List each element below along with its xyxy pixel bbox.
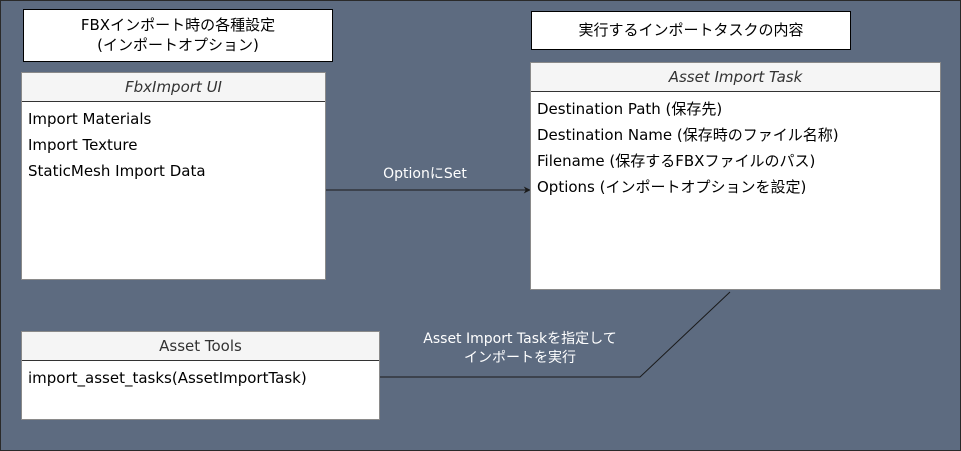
import-exec-label: Asset Import Taskを指定して インポートを実行: [390, 330, 650, 368]
asset-import-task-item: Options (インポートオプションを設定): [537, 178, 807, 196]
fbx-import-ui-items: Import Materials Import Texture StaticMe…: [22, 102, 325, 188]
asset-tools-item: import_asset_tasks(AssetImportTask): [28, 369, 307, 387]
fbx-import-ui-item: Import Materials: [28, 110, 152, 128]
asset-tools-items: import_asset_tasks(AssetImportTask): [22, 361, 379, 395]
asset-import-task-item: Destination Path (保存先): [537, 100, 723, 118]
fbx-settings-callout-line1: FBXインポート時の各種設定: [80, 16, 276, 34]
fbx-import-ui-item: StaticMesh Import Data: [28, 162, 206, 180]
fbx-import-ui-item: Import Texture: [28, 136, 138, 154]
task-content-callout-text: 実行するインポートタスクの内容: [578, 21, 804, 39]
asset-tools-box: Asset Tools import_asset_tasks(AssetImpo…: [21, 331, 380, 420]
import-exec-arrow: [349, 291, 731, 381]
task-content-callout: 実行するインポートタスクの内容: [531, 11, 851, 50]
fbx-settings-callout-line2: (インポートオプション): [97, 36, 259, 54]
asset-import-task-item: Filename (保存するFBXファイルのパス): [537, 152, 816, 170]
asset-import-task-box: Asset Import Task Destination Path (保存先)…: [530, 62, 941, 290]
fbx-import-ui-title: FbxImport UI: [22, 73, 325, 102]
asset-import-task-item: Destination Name (保存時のファイル名称): [537, 126, 839, 144]
asset-import-task-items: Destination Path (保存先) Destination Name …: [531, 92, 940, 204]
fbx-settings-callout: FBXインポート時の各種設定 (インポートオプション): [23, 9, 333, 62]
asset-import-task-title: Asset Import Task: [531, 63, 940, 92]
option-set-label: OptionにSet: [360, 165, 490, 184]
fbx-import-ui-box: FbxImport UI Import Materials Import Tex…: [21, 72, 326, 280]
asset-tools-title: Asset Tools: [22, 332, 379, 361]
option-set-label-text: OptionにSet: [383, 166, 467, 182]
import-exec-label-line2: インポートを実行: [464, 350, 576, 366]
import-exec-label-line1: Asset Import Taskを指定して: [423, 331, 617, 347]
